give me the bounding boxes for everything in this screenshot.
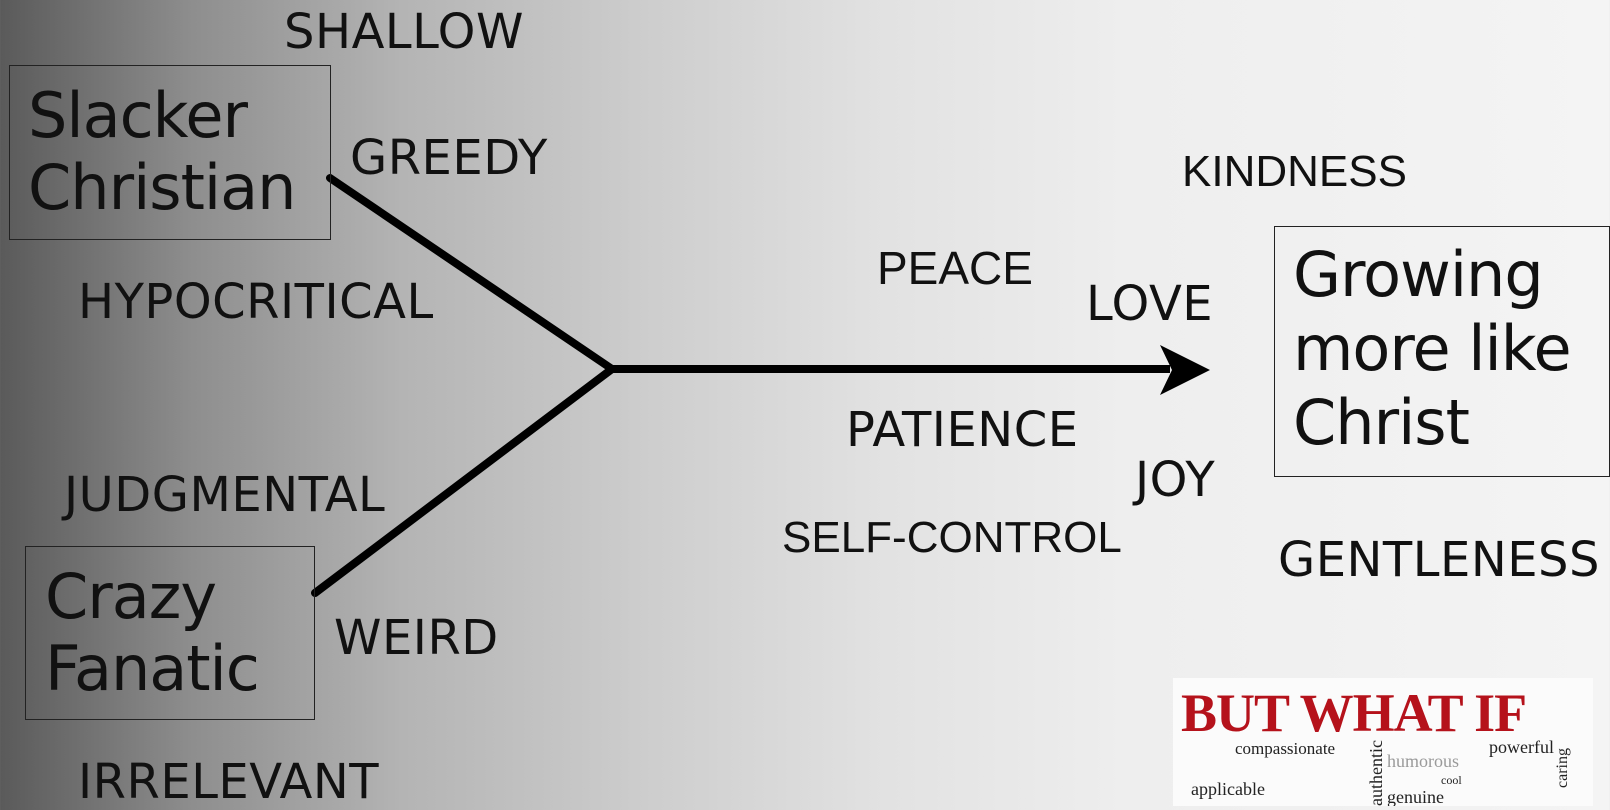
label-irrelevant: IRRELEVANT [78,754,380,810]
word-humorous: humorous [1387,751,1459,771]
box-slacker-line-1: Slacker [28,79,248,152]
fruit-gentleness: GENTLENESS [1278,532,1600,588]
label-weird: WEIRD [334,610,499,666]
label-shallow: SHALLOW [284,4,524,60]
box-fanatic-line-1: Crazy [45,560,217,633]
word-powerful: powerful [1489,737,1554,757]
label-hypocritical: HYPOCRITICAL [78,274,434,330]
label-greedy: GREEDY [350,130,548,186]
fruit-self-control: SELF-CONTROL [782,513,1122,562]
box-slacker-line-2: Christian [28,151,296,224]
box-crazy-fanatic: Crazy Fanatic [25,546,315,720]
word-authentic: authentic [1366,740,1386,806]
label-judgmental: JUDGMENTAL [64,467,386,523]
word-caring: caring [1554,748,1571,788]
word-applicable: applicable [1191,779,1265,799]
arrow-head [1160,345,1210,395]
box-growing-line-1: Growing [1293,238,1544,311]
box-fanatic-line-2: Fanatic [45,632,260,705]
fruit-love: LOVE [1086,276,1214,332]
box-growing-like-christ: Growing more like Christ [1274,226,1610,477]
box-slacker-christian: Slacker Christian [9,65,331,240]
word-compassionate: compassionate [1235,739,1336,758]
lower-fork-line [311,365,616,597]
box-growing-line-3: Christ [1293,386,1470,459]
fruit-kindness: KINDNESS [1182,147,1407,196]
upper-fork-line [326,174,616,373]
word-cloud-heading: BUT WHAT IF [1181,683,1527,743]
word-genuine: genuine [1387,787,1444,806]
box-growing-line-2: more like [1293,312,1572,385]
word-cool: cool [1441,773,1462,787]
fruit-joy: JOY [1135,452,1216,508]
word-cloud-thumbnail: BUT WHAT IF compassionate humorous power… [1173,678,1593,806]
fruit-peace: PEACE [877,242,1033,294]
fruit-patience: PATIENCE [846,402,1079,458]
